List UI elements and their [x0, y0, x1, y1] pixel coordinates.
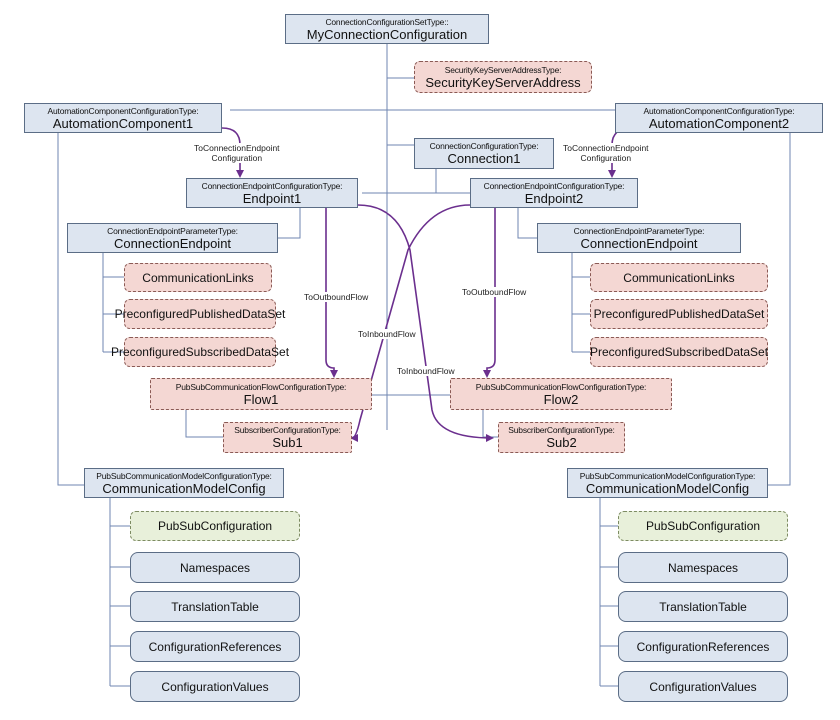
- node-name-label: AutomationComponent2: [648, 115, 790, 131]
- node-name-label: PubSubConfiguration: [157, 519, 273, 533]
- model-child-node-left[interactable]: ConfigurationReferences: [130, 631, 300, 662]
- node-name-label: ConfigurationReferences: [636, 639, 770, 654]
- node-name-label: ConnectionEndpoint: [580, 235, 698, 251]
- flow2-to-sub2-line: [482, 410, 498, 438]
- node-name-label: TranslationTable: [171, 599, 259, 614]
- node-name-label: Namespaces: [667, 560, 739, 575]
- node-name-label: PreconfiguredPublishedDataSet: [593, 307, 765, 321]
- node-type-label: PubSubCommunicationFlowConfigurationType…: [475, 381, 647, 392]
- connection-endpoint-parameter-2-node[interactable]: ConnectionEndpointParameterType: Connect…: [537, 223, 741, 253]
- edge-label-to-endpoint-config-right: ToConnectionEndpoint Configuration: [563, 143, 649, 163]
- model-child-node-right[interactable]: ConfigurationValues: [618, 671, 788, 702]
- flow2-node[interactable]: PubSubCommunicationFlowConfigurationType…: [450, 378, 672, 410]
- node-name-label: PreconfiguredSubscribedDataSet: [589, 345, 769, 359]
- automation-component-1-node[interactable]: AutomationComponentConfigurationType: Au…: [24, 103, 222, 133]
- node-type-label: ConnectionEndpointConfigurationType:: [483, 180, 625, 191]
- node-type-label: ConnectionEndpointParameterType:: [107, 225, 238, 236]
- node-type-label: PubSubCommunicationFlowConfigurationType…: [175, 381, 347, 392]
- model-child-node-left[interactable]: PubSubConfiguration: [130, 511, 300, 541]
- edge-label-to-endpoint-config-left: ToConnectionEndpoint Configuration: [194, 143, 280, 163]
- node-type-label: SubscriberConfigurationType:: [508, 425, 615, 435]
- edge-label-to-inbound-right: ToInboundFlow: [397, 366, 455, 376]
- endpoint-child-node-right[interactable]: PreconfiguredPublishedDataSet: [590, 299, 768, 329]
- ac2-trunk-line: [768, 133, 791, 486]
- node-type-label: ConnectionEndpointConfigurationType:: [201, 180, 343, 191]
- node-name-label: PubSubConfiguration: [645, 519, 761, 533]
- edge-label-to-outbound-left: ToOutboundFlow: [304, 292, 369, 302]
- flow1-node[interactable]: PubSubCommunicationFlowConfigurationType…: [150, 378, 372, 410]
- endpoint1-to-cep-line: [278, 208, 301, 239]
- flow1-to-sub1-line: [185, 410, 223, 438]
- node-name-label: Namespaces: [179, 560, 251, 575]
- to-outbound-arrow-right: [483, 208, 496, 378]
- model-child-node-right[interactable]: Namespaces: [618, 552, 788, 583]
- endpoint-child-node-left[interactable]: PreconfiguredSubscribedDataSet: [111, 337, 289, 367]
- node-name-label: Endpoint1: [242, 190, 302, 206]
- sub1-node[interactable]: SubscriberConfigurationType: Sub1: [223, 422, 352, 453]
- communication-model-config-1-node[interactable]: PubSubCommunicationModelConfigurationTyp…: [84, 468, 284, 498]
- connection1-node[interactable]: ConnectionConfigurationType: Connection1: [414, 138, 554, 169]
- node-type-label: PubSubCommunicationModelConfigurationTyp…: [96, 470, 272, 481]
- cep2-children-branches: [572, 276, 590, 353]
- node-type-label: ConnectionConfigurationSetType::: [325, 16, 449, 27]
- cmc2-children-branches: [600, 525, 618, 687]
- model-child-node-right[interactable]: PubSubConfiguration: [618, 511, 788, 541]
- to-inbound-arrow-to-sub1: [350, 204, 471, 442]
- node-name-label: MyConnectionConfiguration: [306, 26, 468, 42]
- model-child-node-left[interactable]: ConfigurationValues: [130, 671, 300, 702]
- endpoint-child-node-left[interactable]: PreconfiguredPublishedDataSet: [115, 299, 285, 329]
- node-type-label: PubSubCommunicationModelConfigurationTyp…: [579, 470, 756, 481]
- security-key-server-address-node[interactable]: SecurityKeyServerAddressType: SecurityKe…: [414, 61, 592, 93]
- node-name-label: PreconfiguredPublishedDataSet: [114, 307, 286, 321]
- endpoint2-to-cep-line: [517, 208, 540, 239]
- node-name-label: Sub1: [272, 435, 303, 450]
- node-type-label: SecurityKeyServerAddressType:: [444, 64, 562, 75]
- node-name-label: Connection1: [447, 151, 521, 166]
- node-name-label: SecurityKeyServerAddress: [425, 74, 581, 90]
- endpoint-child-node-right[interactable]: PreconfiguredSubscribedDataSet: [590, 337, 768, 367]
- communication-model-config-2-node[interactable]: PubSubCommunicationModelConfigurationTyp…: [567, 468, 768, 498]
- node-name-label: CommunicationModelConfig: [585, 480, 750, 496]
- to-inbound-arrow-to-sub2: [357, 204, 494, 442]
- model-child-node-right[interactable]: ConfigurationReferences: [618, 631, 788, 662]
- endpoint1-node[interactable]: ConnectionEndpointConfigurationType: End…: [186, 178, 358, 208]
- node-type-label: AutomationComponentConfigurationType:: [47, 105, 199, 116]
- model-child-node-right[interactable]: TranslationTable: [618, 591, 788, 622]
- automation-component-2-node[interactable]: AutomationComponentConfigurationType: Au…: [615, 103, 823, 133]
- connection-endpoint-parameter-1-node[interactable]: ConnectionEndpointParameterType: Connect…: [67, 223, 278, 253]
- node-name-label: Flow2: [543, 391, 579, 407]
- endpoint2-node[interactable]: ConnectionEndpointConfigurationType: End…: [470, 178, 638, 208]
- node-type-label: ConnectionConfigurationType:: [429, 141, 539, 151]
- ac1-trunk-line: [57, 133, 84, 486]
- edge-label-to-outbound-right: ToOutboundFlow: [462, 287, 527, 297]
- node-name-label: Sub2: [546, 435, 577, 450]
- node-name-label: CommunicationLinks: [142, 270, 254, 285]
- node-name-label: ConfigurationValues: [161, 679, 269, 694]
- root-connection-configuration-set[interactable]: ConnectionConfigurationSetType:: MyConne…: [285, 14, 489, 44]
- endpoint-child-node-right[interactable]: CommunicationLinks: [590, 263, 768, 292]
- node-type-label: SubscriberConfigurationType:: [234, 425, 341, 435]
- node-name-label: CommunicationModelConfig: [102, 480, 266, 496]
- node-name-label: CommunicationLinks: [623, 270, 735, 285]
- model-child-node-left[interactable]: TranslationTable: [130, 591, 300, 622]
- cmc1-children-branches: [110, 525, 130, 687]
- cep1-children-branches: [103, 276, 124, 353]
- node-name-label: TranslationTable: [659, 599, 747, 614]
- node-name-label: AutomationComponent1: [52, 115, 194, 131]
- node-name-label: ConfigurationReferences: [148, 639, 282, 654]
- node-name-label: PreconfiguredSubscribedDataSet: [110, 345, 290, 359]
- node-name-label: ConnectionEndpoint: [113, 235, 232, 251]
- node-name-label: Endpoint2: [524, 190, 584, 206]
- node-type-label: AutomationComponentConfigurationType:: [643, 105, 795, 116]
- node-type-label: ConnectionEndpointParameterType:: [573, 225, 705, 236]
- endpoint-child-node-left[interactable]: CommunicationLinks: [124, 263, 272, 292]
- edge-label-to-inbound-left: ToInboundFlow: [358, 329, 416, 339]
- model-child-node-left[interactable]: Namespaces: [130, 552, 300, 583]
- node-name-label: Flow1: [243, 391, 279, 407]
- node-name-label: ConfigurationValues: [649, 679, 757, 694]
- sub2-node[interactable]: SubscriberConfigurationType: Sub2: [498, 422, 625, 453]
- to-outbound-arrow-left: [325, 208, 338, 378]
